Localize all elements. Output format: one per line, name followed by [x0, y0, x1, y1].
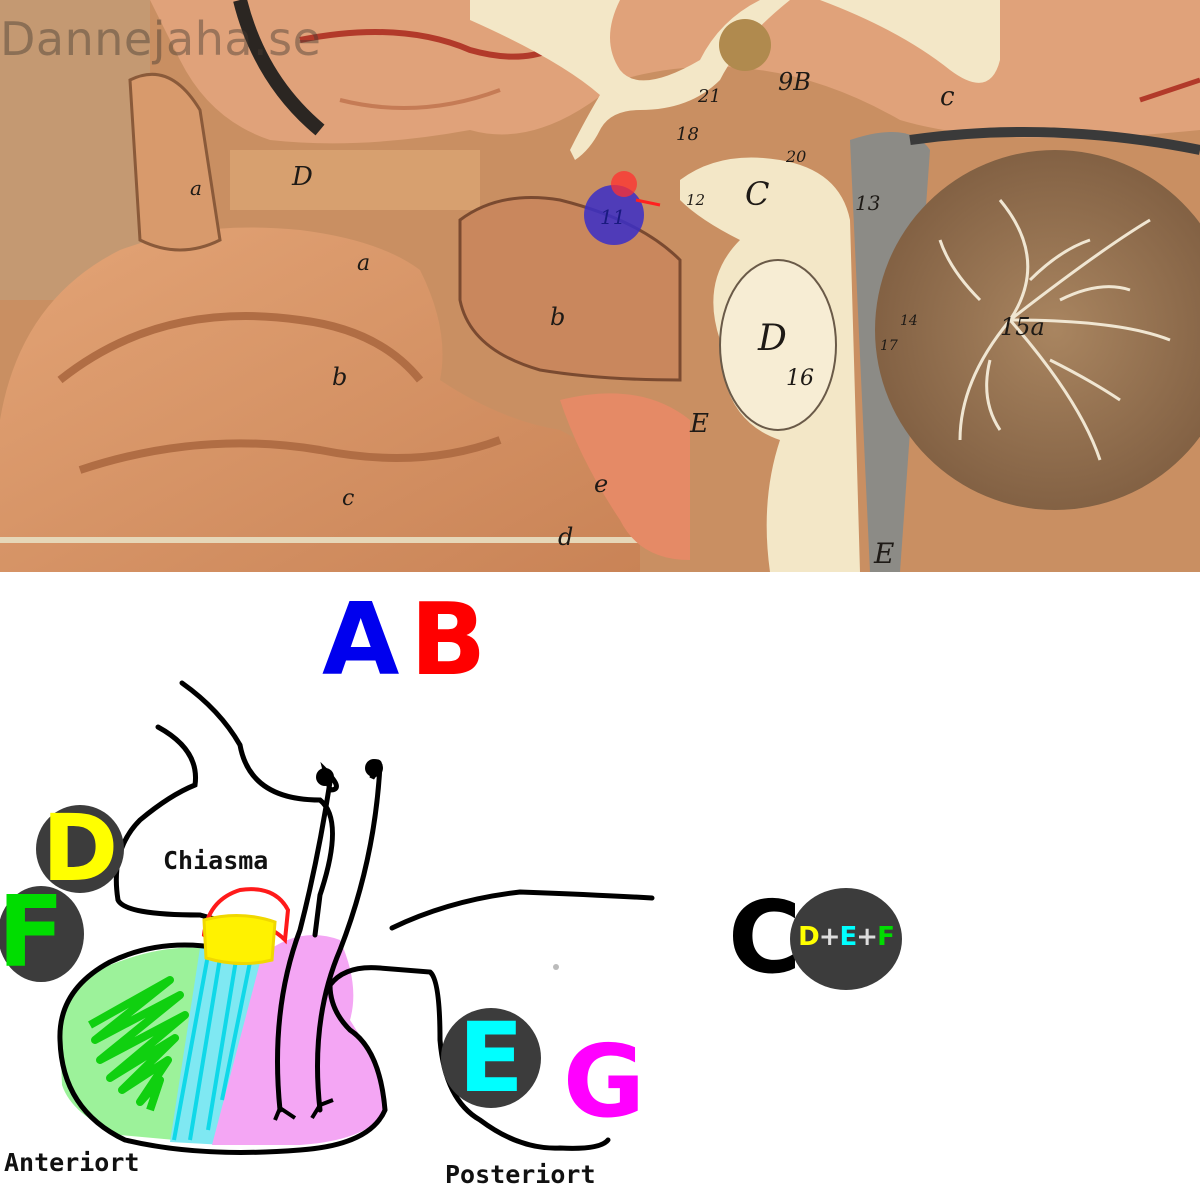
badge-F: F — [0, 884, 84, 982]
photo-label-D-large: D — [757, 318, 787, 359]
legend-A: A — [322, 581, 400, 698]
label-chiasma: Chiasma — [163, 846, 269, 875]
legend-C: C — [728, 879, 802, 996]
photo-label-e: e — [594, 470, 608, 498]
pars-tuberalis — [202, 913, 277, 966]
watermark: Dannejaha.se — [0, 12, 322, 66]
photo-label-15a: 15a — [1000, 313, 1045, 341]
photo-label-d: d — [558, 523, 573, 551]
legend-B: B — [410, 581, 487, 698]
label-anteriort: Anteriort — [4, 1148, 140, 1177]
photo-label-c: c — [342, 486, 354, 511]
photo-label-b-left: b — [332, 363, 347, 391]
photo-label-E-bottom: E — [873, 537, 894, 570]
photo-label-16: 16 — [786, 366, 814, 391]
pituitary-sketch — [57, 680, 655, 1155]
photo-label-21: 21 — [697, 86, 721, 107]
photo-label-C: C — [745, 175, 769, 213]
photo-label-11: 11 — [600, 205, 625, 229]
photo-label-E-lower: E — [689, 409, 709, 439]
photo-label-9B: 9B — [778, 68, 811, 96]
photo-label-D-upper: D — [291, 162, 313, 192]
label-posteriort: Posteriort — [445, 1160, 596, 1189]
pituitary-marker-icon — [584, 185, 644, 245]
anatomy-photo: a D a b b c e d E E 11 12 C 13 D 16 18 2… — [0, 0, 1200, 572]
photo-label-17: 17 — [880, 338, 898, 354]
badge-D: D — [36, 803, 124, 895]
photo-label-b-mid: b — [550, 303, 565, 331]
photo-label-c-right: c — [940, 82, 955, 112]
photo-label-14: 14 — [900, 313, 918, 329]
neurohypophysis-fill — [212, 935, 385, 1145]
photo-label-13: 13 — [855, 191, 880, 215]
gland-outline — [57, 942, 611, 1155]
pars-intermedia-fill — [170, 948, 262, 1145]
photo-label-12: 12 — [686, 191, 705, 209]
photo-label-18: 18 — [676, 124, 699, 145]
badge-E: E — [441, 1008, 541, 1108]
photo-label-a-upper: a — [190, 176, 202, 200]
legend-G: G — [563, 1023, 646, 1140]
photo-label-20: 20 — [785, 147, 806, 166]
photo-label-a-mid: a — [357, 251, 370, 276]
infundibulum-marker-icon — [611, 171, 637, 197]
anterior-scribble — [88, 976, 189, 1112]
hypothalamus-outline — [113, 680, 335, 938]
badge-combo: D+E+F — [790, 888, 902, 990]
